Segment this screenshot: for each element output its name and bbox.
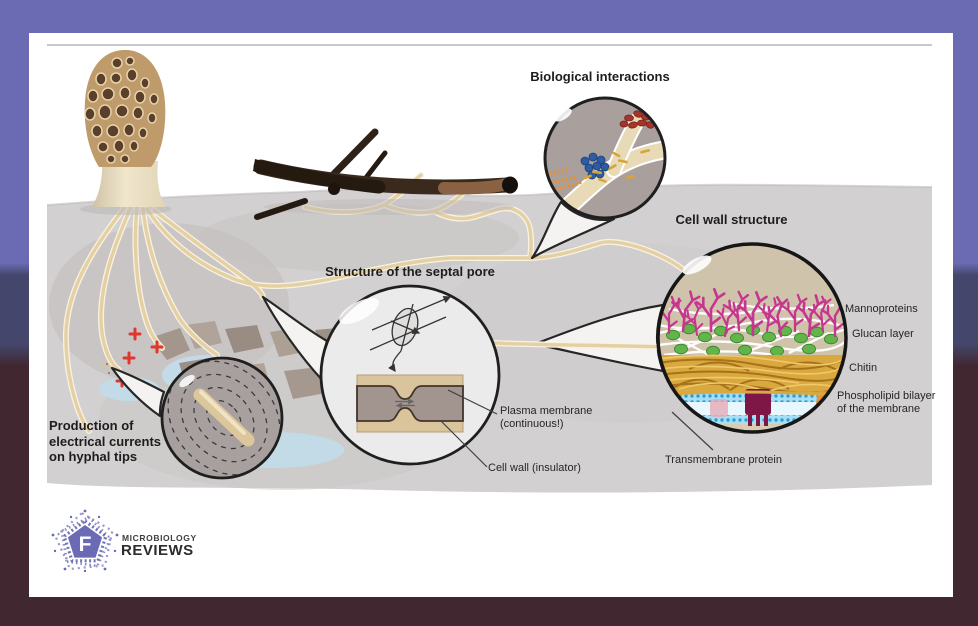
label-mannoproteins: Mannoproteins xyxy=(845,303,918,315)
decaying-branch xyxy=(253,128,518,220)
label-plasma-membrane: Plasma membrane (continuous!) xyxy=(500,405,592,431)
logo-text-reviews: REVIEWS xyxy=(121,542,194,559)
inset-electrical-currents xyxy=(160,356,284,480)
leader-lines xyxy=(440,389,714,468)
zoom-funnels xyxy=(110,200,665,418)
label-plasma-line2: (continuous!) xyxy=(500,418,564,430)
top-rule xyxy=(47,44,932,46)
hypha-between-circles xyxy=(490,340,672,350)
title-biological-interactions: Biological interactions xyxy=(530,69,670,84)
septum-tube-diagram xyxy=(356,374,464,433)
morel-mushroom xyxy=(80,50,172,215)
morel-cap-pits xyxy=(84,56,159,164)
inset-biological-interactions xyxy=(543,96,667,220)
label-phospholipid-line2: of the membrane xyxy=(837,403,921,415)
field-lines xyxy=(167,360,281,476)
current-loop-sketch xyxy=(369,295,452,373)
label-chitin: Chitin xyxy=(849,362,878,374)
caption-electrical-currents: Production of electrical currents on hyp… xyxy=(49,418,161,465)
logo-text-microbiology: MICROBIOLOGY xyxy=(122,533,197,543)
journal-page: F Biological interactions Cell wall stru… xyxy=(29,33,953,597)
logo-letter: F xyxy=(79,533,92,556)
logo-pentagon xyxy=(67,525,103,558)
caption-line3: on hyphal tips xyxy=(49,449,138,464)
title-septal-pore: Structure of the septal pore xyxy=(325,264,495,279)
fems-logo-mark: F xyxy=(51,509,119,573)
label-plasma-line1: Plasma membrane xyxy=(500,405,593,417)
hyphal-tip-rod xyxy=(193,388,255,447)
figure-artwork: F xyxy=(46,50,933,573)
label-cell-wall-insulator: Cell wall (insulator) xyxy=(488,462,581,474)
caption-line2: electrical currents xyxy=(49,433,162,449)
chitin-layer xyxy=(658,355,846,395)
label-phospholipid-bilayer: Phospholipid bilayer of the membrane xyxy=(837,390,935,416)
red-bacteria xyxy=(619,110,655,129)
yellow-rods xyxy=(583,149,650,183)
title-cell-wall-structure: Cell wall structure xyxy=(675,212,788,227)
label-phospholipid-line1: Phospholipid bilayer xyxy=(837,390,936,402)
label-transmembrane-protein: Transmembrane protein xyxy=(665,454,782,466)
label-glucan-layer: Glucan layer xyxy=(852,328,914,340)
caption-line1: Production of xyxy=(49,418,134,433)
inset-septal-pore xyxy=(319,284,501,466)
